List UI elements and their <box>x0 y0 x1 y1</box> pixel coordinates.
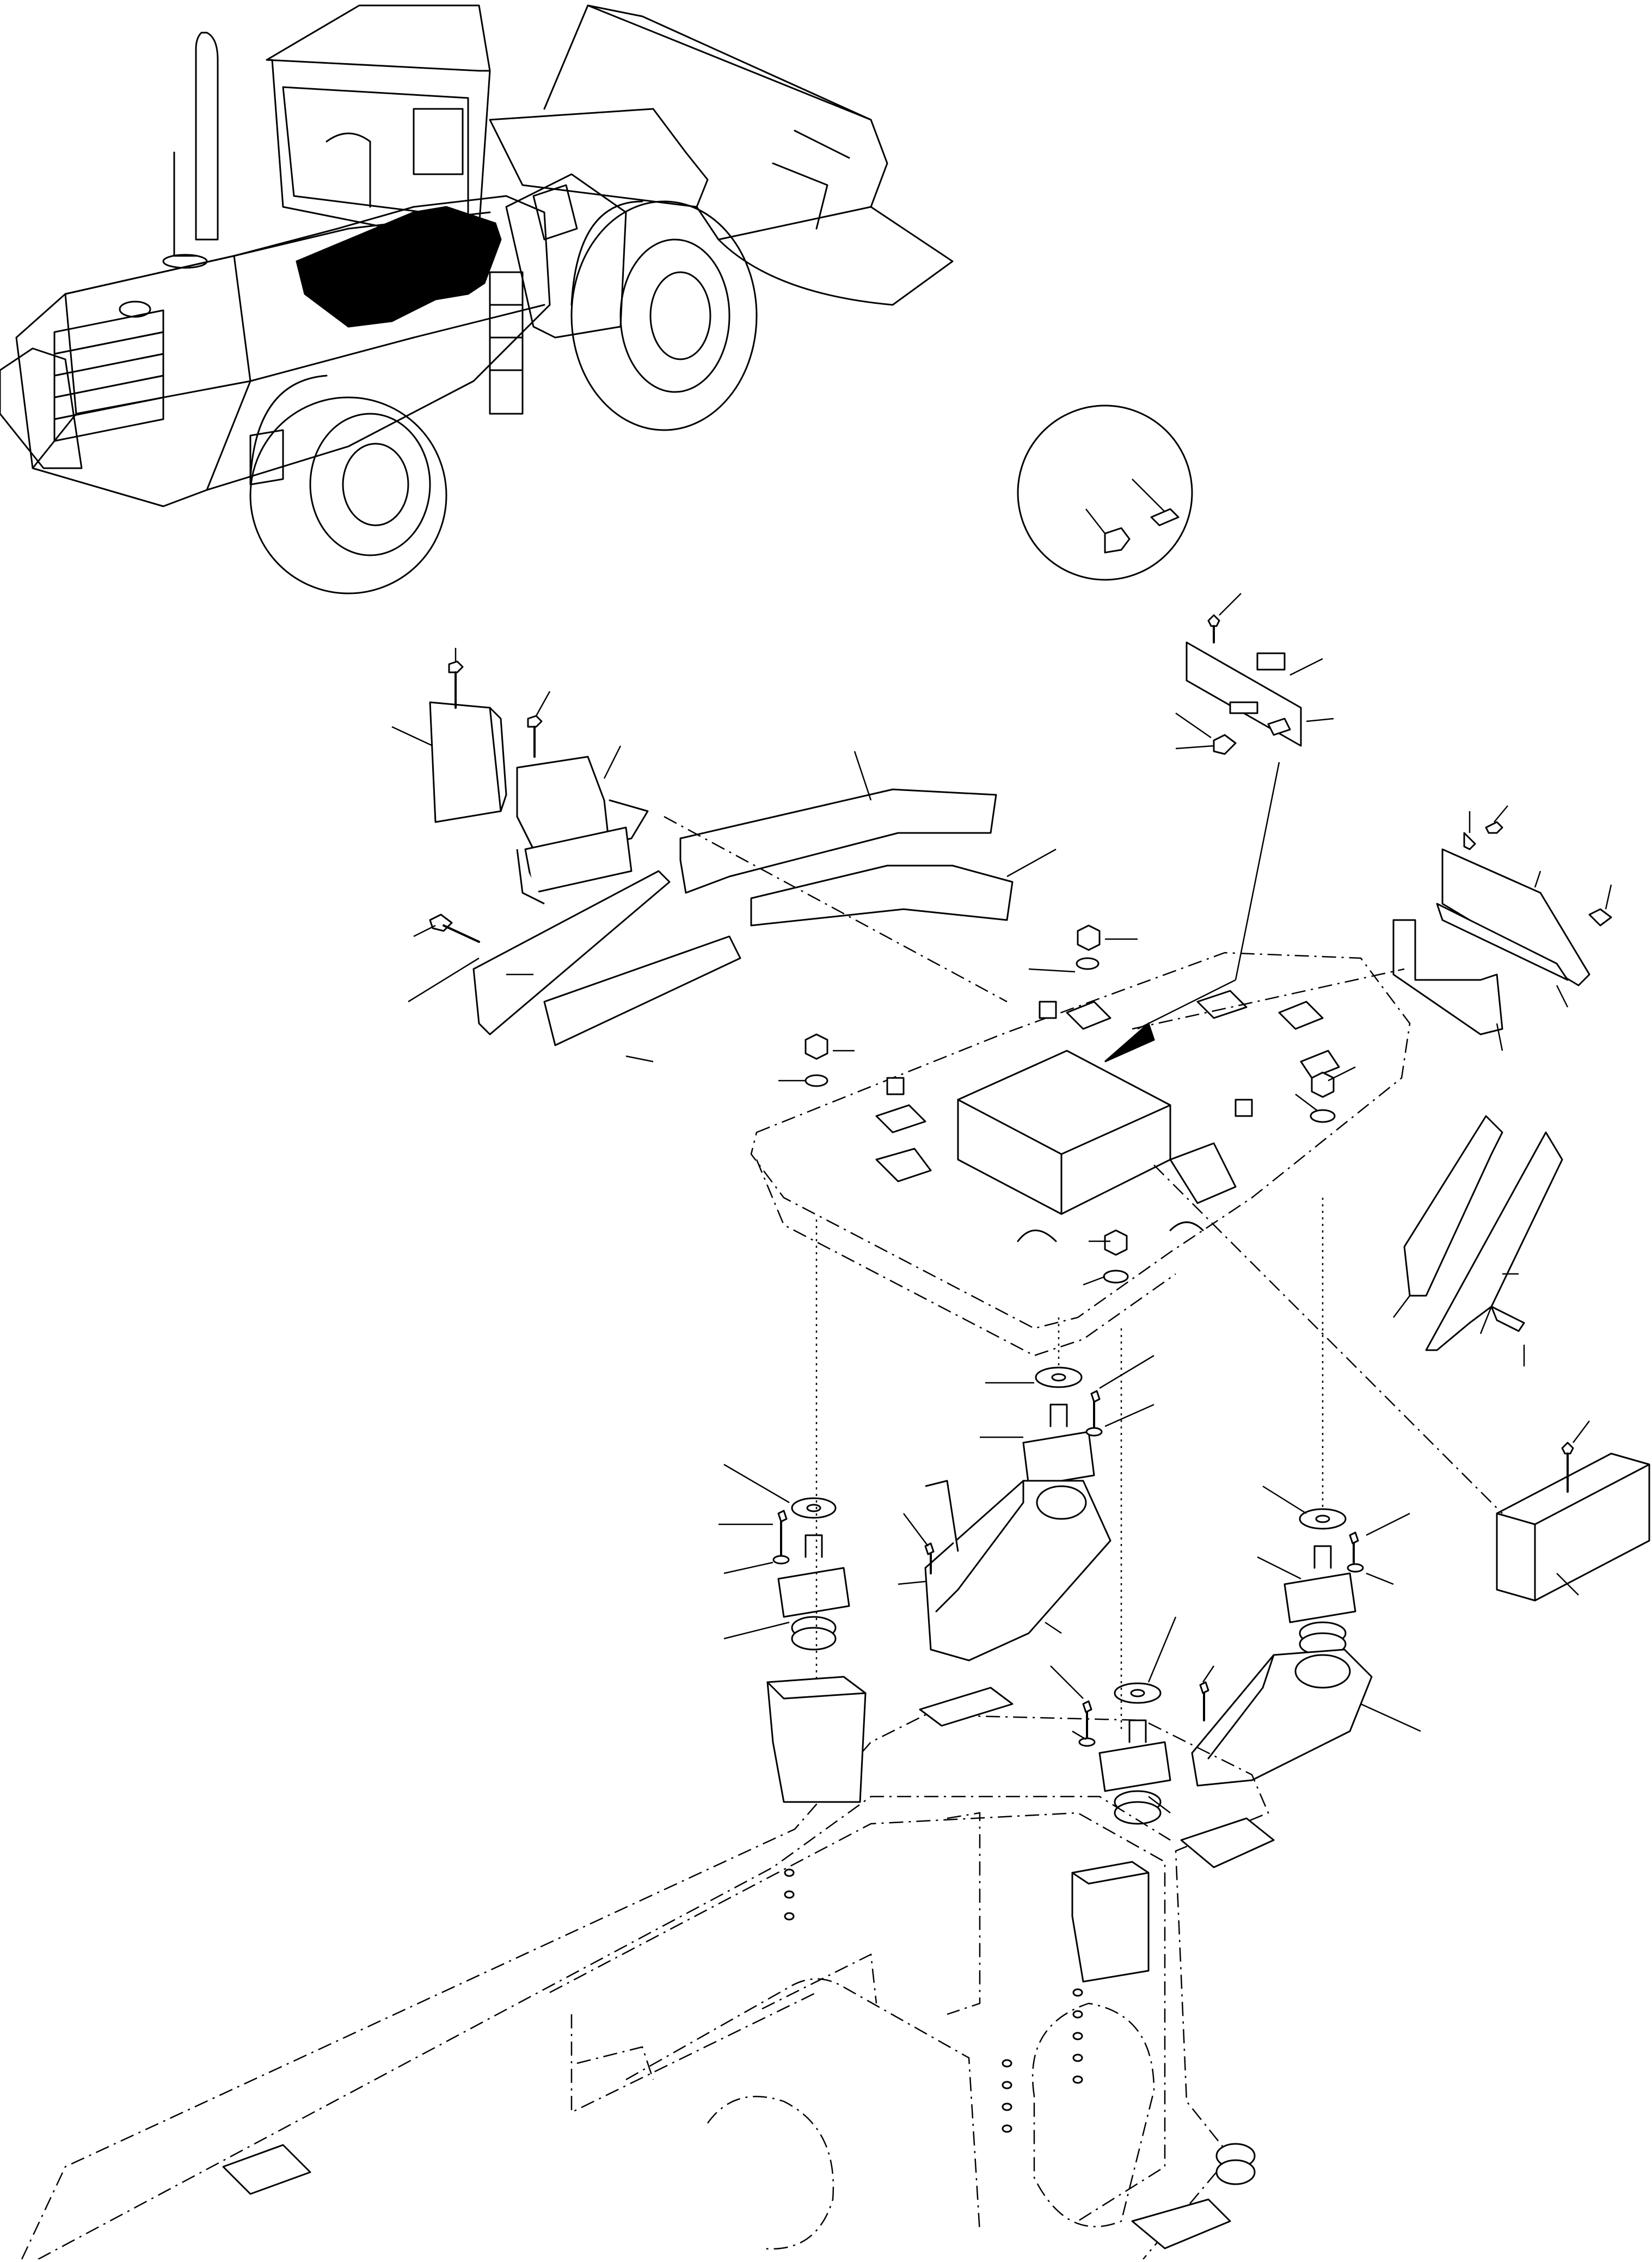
wheel-loader-icon <box>0 4 954 594</box>
frame-holes <box>784 1868 1083 2133</box>
hex-bolt-icon <box>804 924 1336 1284</box>
detail-circle-icon <box>1017 404 1193 581</box>
plate-cutouts <box>875 990 1340 1242</box>
right-side-panels <box>1132 805 1612 1051</box>
lift-arm-and-bucket <box>489 4 954 306</box>
cover-plate <box>1175 593 1334 755</box>
floor-plate-icon <box>750 952 1411 1357</box>
side-trim-panels <box>408 751 1057 1063</box>
highlighted-floor-plate <box>296 206 502 328</box>
storage-box <box>1153 1164 1650 1602</box>
pointer-arrow <box>1104 762 1280 1063</box>
rear-wheel <box>570 200 758 431</box>
trim-strips <box>1393 1115 1563 1366</box>
front-wheel <box>249 375 447 594</box>
mount-brackets <box>898 1480 1421 1787</box>
rear-frame-icon <box>21 1676 1275 2260</box>
cab <box>266 4 491 230</box>
callout-leader-lines <box>778 938 1356 1286</box>
alignment-lines <box>815 1198 1324 1731</box>
mount-bracket-icon <box>391 648 649 905</box>
grille <box>53 309 164 442</box>
